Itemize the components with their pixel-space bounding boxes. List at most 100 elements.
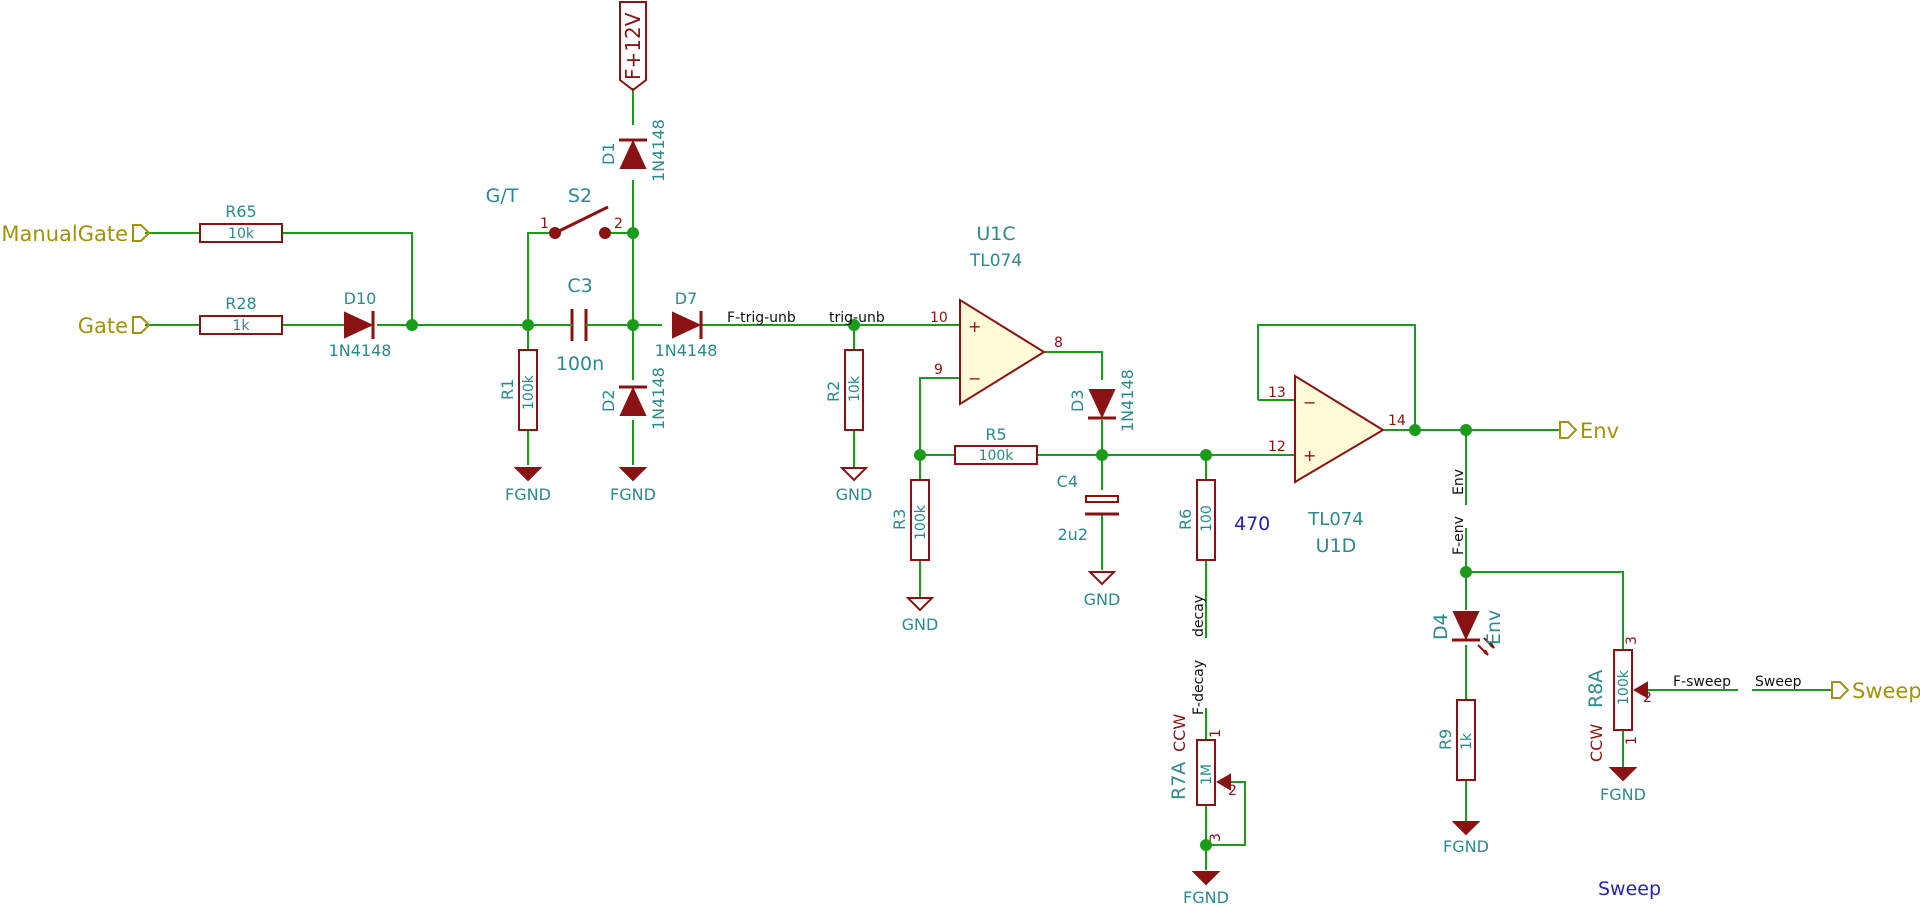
power-f12v: F+12V xyxy=(619,1,647,92)
svg-text:FGND: FGND xyxy=(1443,837,1489,856)
svg-text:1N4148: 1N4148 xyxy=(649,367,668,430)
svg-text:D1: D1 xyxy=(599,143,618,166)
svg-text:R2: R2 xyxy=(824,381,843,402)
svg-text:3: 3 xyxy=(1208,833,1224,842)
led-d4: D4 Env xyxy=(1430,610,1505,656)
fgnd-r7a: FGND xyxy=(1183,871,1229,905)
svg-text:2u2: 2u2 xyxy=(1058,525,1089,544)
svg-text:R8A: R8A xyxy=(1585,670,1607,708)
svg-text:+: + xyxy=(968,317,981,336)
resistor-r28: 1k R28 xyxy=(199,294,283,335)
pot-r8a: 100k R8A CCW 3 2 1 xyxy=(1585,636,1652,762)
capacitor-c3: C3 100n xyxy=(556,275,604,375)
svg-text:2: 2 xyxy=(1228,783,1237,799)
diode-d10: D10 1N4148 xyxy=(329,289,392,360)
port-gate-label: Gate xyxy=(78,314,128,338)
diode-d3: D3 1N4148 xyxy=(1068,369,1137,432)
svg-text:GND: GND xyxy=(1084,590,1121,609)
net-sweep: Sweep xyxy=(1755,674,1802,690)
resistor-r9: 1k R9 xyxy=(1436,699,1476,781)
svg-text:R5: R5 xyxy=(985,425,1006,444)
svg-text:FGND: FGND xyxy=(1183,888,1229,905)
power-f12v-label: F+12V xyxy=(621,12,645,80)
port-manual-gate: ManualGate xyxy=(1,222,151,246)
svg-text:13: 13 xyxy=(1268,385,1286,401)
svg-text:1N4148: 1N4148 xyxy=(1118,369,1137,432)
svg-text:1N4148: 1N4148 xyxy=(649,119,668,182)
resistor-r1: 100k R1 xyxy=(498,349,538,431)
svg-text:R7A: R7A xyxy=(1168,762,1190,800)
note-r6-alt: 470 xyxy=(1234,513,1270,535)
net-f-trig-unb: F-trig-unb xyxy=(727,310,796,326)
svg-text:C3: C3 xyxy=(567,275,592,297)
svg-text:1: 1 xyxy=(1624,736,1640,745)
svg-text:C4: C4 xyxy=(1057,472,1078,491)
svg-text:R6: R6 xyxy=(1176,509,1195,530)
svg-text:10k: 10k xyxy=(228,226,255,242)
svg-text:100k: 100k xyxy=(913,504,929,540)
svg-text:9: 9 xyxy=(934,362,943,378)
svg-text:1N4148: 1N4148 xyxy=(329,341,392,360)
pot-r7a: 1M R7A CCW 1 2 3 xyxy=(1168,714,1237,842)
svg-text:3: 3 xyxy=(1624,636,1640,645)
gnd-r3: GND xyxy=(902,597,939,634)
port-manual-gate-label: ManualGate xyxy=(1,222,128,246)
net-f-decay: F-decay xyxy=(1191,660,1207,715)
svg-text:R65: R65 xyxy=(225,202,256,221)
net-f-sweep: F-sweep xyxy=(1673,674,1731,690)
fgnd-r1: FGND xyxy=(505,467,551,504)
svg-text:GND: GND xyxy=(836,485,873,504)
gnd-r2: GND xyxy=(836,467,873,504)
svg-text:8: 8 xyxy=(1054,335,1063,351)
svg-text:S2: S2 xyxy=(568,185,592,207)
svg-text:100: 100 xyxy=(1199,505,1215,532)
switch-s2: S2 G/T 1 2 xyxy=(486,185,623,239)
svg-text:1: 1 xyxy=(540,216,549,232)
fgnd-r9: FGND xyxy=(1443,821,1489,856)
svg-text:Env: Env xyxy=(1483,610,1505,645)
svg-text:1M: 1M xyxy=(1199,764,1215,785)
opamp-u1d: − + 13 12 14 TL074 U1D xyxy=(1268,374,1406,557)
fgnd-r8a: FGND xyxy=(1600,767,1646,804)
svg-text:FGND: FGND xyxy=(505,485,551,504)
svg-text:CCW: CCW xyxy=(1587,724,1606,762)
svg-text:D7: D7 xyxy=(675,289,698,308)
port-env: Env xyxy=(1559,419,1619,443)
diode-d1: D1 1N4148 xyxy=(599,119,668,182)
svg-text:1N4148: 1N4148 xyxy=(655,341,718,360)
svg-text:−: − xyxy=(968,369,981,388)
svg-text:14: 14 xyxy=(1388,413,1406,429)
wires xyxy=(145,88,1832,870)
gnd-c4: GND xyxy=(1084,571,1121,609)
svg-text:D10: D10 xyxy=(344,289,377,308)
junctions xyxy=(406,227,1472,851)
resistor-r6: 100 R6 xyxy=(1176,479,1216,561)
resistor-r3: 100k R3 xyxy=(890,479,930,561)
svg-text:R1: R1 xyxy=(498,379,517,400)
svg-text:R28: R28 xyxy=(225,294,256,313)
svg-text:FGND: FGND xyxy=(610,485,656,504)
svg-text:G/T: G/T xyxy=(486,185,519,207)
svg-text:2: 2 xyxy=(1643,690,1652,706)
svg-text:GND: GND xyxy=(902,615,939,634)
svg-text:CCW: CCW xyxy=(1170,714,1189,752)
svg-text:TL074: TL074 xyxy=(1307,509,1363,530)
diode-d2: D2 1N4148 xyxy=(599,367,668,430)
svg-text:10: 10 xyxy=(930,310,948,326)
svg-text:TL074: TL074 xyxy=(969,251,1022,271)
port-sweep-label: Sweep xyxy=(1852,679,1920,703)
svg-text:2: 2 xyxy=(614,216,623,232)
svg-text:10k: 10k xyxy=(847,375,863,402)
net-trig-unb: trig-unb xyxy=(829,310,885,326)
svg-text:FGND: FGND xyxy=(1600,785,1646,804)
svg-text:12: 12 xyxy=(1268,439,1286,455)
port-env-label: Env xyxy=(1580,419,1619,443)
svg-text:100k: 100k xyxy=(1616,669,1632,705)
svg-text:R3: R3 xyxy=(890,509,909,530)
svg-text:−: − xyxy=(1303,393,1316,412)
capacitor-c4: C4 2u2 xyxy=(1057,472,1119,544)
resistor-r2: 10k R2 xyxy=(824,349,864,431)
svg-text:D2: D2 xyxy=(599,390,618,413)
resistor-r5: 100k R5 xyxy=(954,425,1038,465)
